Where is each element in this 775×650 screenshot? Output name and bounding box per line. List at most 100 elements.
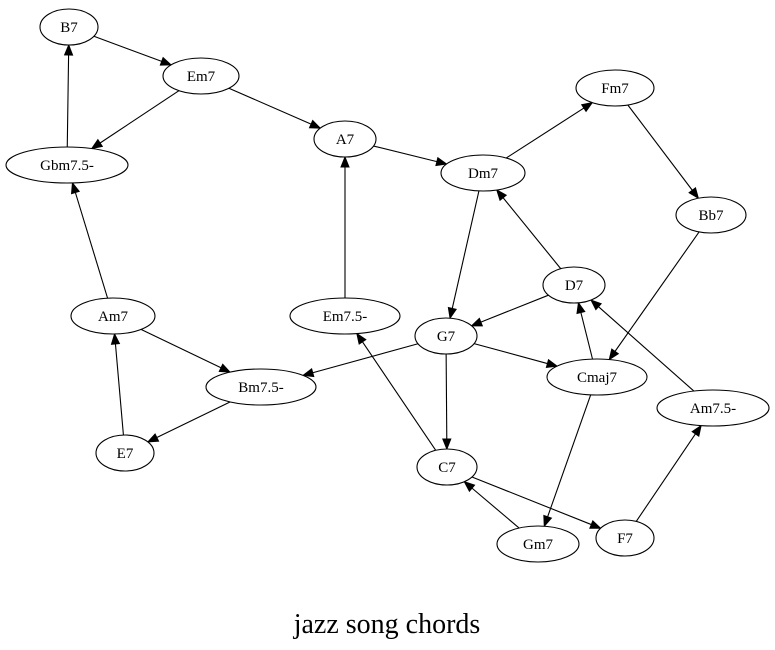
edge-line [156, 401, 231, 439]
edge-g7-to-cmaj7 [473, 343, 559, 368]
edge-line [312, 343, 419, 374]
arrowhead-icon [691, 424, 702, 437]
arrowhead-icon [545, 358, 559, 368]
edge-line [473, 343, 548, 365]
arrowhead-icon [435, 156, 448, 167]
arrowhead-icon [70, 181, 81, 195]
node-label: E7 [117, 446, 134, 462]
node-gm7: Gm7 [496, 525, 580, 563]
arrowhead-icon [442, 438, 452, 451]
arrowhead-icon [340, 155, 350, 168]
edge-line [598, 306, 695, 392]
edge-line [140, 328, 222, 369]
node-label: Am7 [98, 309, 129, 325]
arrowhead-icon [608, 348, 620, 361]
node-bm7-5: Bm7.5- [205, 368, 317, 406]
edge-line [471, 476, 592, 526]
arrowhead-icon [218, 363, 232, 373]
edge-c7-to-em7-5 [356, 332, 437, 451]
node-ellipse [416, 448, 478, 486]
node-label: Em7 [187, 69, 216, 85]
edge-line [362, 341, 437, 451]
arrowhead-icon [580, 101, 594, 113]
node-f7: F7 [595, 519, 655, 557]
edge-e7-to-am7 [110, 332, 124, 436]
edge-line [502, 197, 562, 270]
node-ellipse [542, 266, 606, 304]
edge-line [228, 87, 312, 125]
arrowhead-icon [495, 188, 508, 202]
graph-caption: jazz song chords [293, 609, 481, 640]
arrowhead-icon [146, 433, 160, 443]
arrowhead-icon [543, 514, 553, 528]
edge-line [114, 343, 124, 436]
node-label: D7 [565, 278, 584, 294]
edges-layer [63, 35, 702, 529]
edge-em7-to-gbm7-5 [90, 90, 180, 150]
node-label: C7 [438, 460, 456, 476]
edge-dm7-to-fm7 [505, 101, 594, 159]
node-am7-5: Am7.5- [656, 389, 770, 427]
edge-bm7-5-to-e7 [146, 401, 231, 443]
arrowhead-icon [110, 332, 121, 345]
arrowhead-icon [576, 301, 586, 315]
node-label: G7 [437, 329, 456, 345]
node-c7: C7 [416, 448, 478, 486]
edge-line [547, 394, 592, 517]
node-ellipse [289, 297, 401, 335]
edge-bb7-to-cmaj7 [608, 231, 700, 361]
node-ellipse [675, 196, 747, 234]
node-label: B7 [60, 20, 78, 36]
node-ellipse [546, 358, 648, 396]
node-gbm7-5: Gbm7.5- [5, 146, 129, 184]
edge-em7-5-to-a7 [340, 155, 350, 298]
node-label: Em7.5- [323, 309, 368, 325]
edge-line [614, 231, 700, 352]
edge-line [99, 90, 180, 144]
edge-line [627, 104, 693, 191]
arrowhead-icon [301, 368, 315, 378]
edge-a7-to-dm7 [373, 145, 448, 167]
node-am7: Am7 [70, 297, 156, 335]
node-label: F7 [617, 531, 633, 547]
node-label: Gm7 [523, 537, 554, 553]
arrowhead-icon [463, 480, 476, 493]
node-label: Fm7 [601, 81, 629, 97]
node-d7: D7 [542, 266, 606, 304]
node-cmaj7: Cmaj7 [546, 358, 648, 396]
node-bb7: Bb7 [675, 196, 747, 234]
node-g7: G7 [414, 317, 478, 355]
edge-cmaj7-to-gm7 [543, 394, 592, 528]
edge-line [66, 54, 70, 148]
edge-c7-to-f7 [471, 476, 602, 529]
edge-line [505, 107, 585, 159]
node-label: Cmaj7 [577, 370, 617, 386]
node-label: Dm7 [468, 166, 499, 182]
arrowhead-icon [688, 186, 700, 200]
edge-am7-to-gbm7-5 [70, 181, 109, 299]
edge-cmaj7-to-d7 [576, 301, 594, 360]
node-ellipse [595, 519, 655, 557]
edge-d7-to-dm7 [495, 188, 562, 270]
edge-line [93, 35, 162, 62]
edge-g7-to-c7 [442, 353, 452, 451]
edge-gm7-to-c7 [463, 480, 520, 529]
edge-em7-to-a7 [228, 87, 322, 129]
node-ellipse [39, 8, 99, 46]
arrowhead-icon [589, 299, 603, 311]
edge-gbm7-5-to-b7 [63, 43, 74, 148]
node-ellipse [656, 389, 770, 427]
node-em7-5: Em7.5- [289, 297, 401, 335]
node-label: Am7.5- [690, 401, 736, 417]
edge-line [451, 190, 480, 309]
node-em7: Em7 [162, 57, 240, 95]
node-label: Gbm7.5- [40, 158, 94, 174]
node-ellipse [162, 57, 240, 95]
arrowhead-icon [470, 317, 484, 327]
arrowhead-icon [356, 332, 367, 345]
arrowhead-icon [63, 43, 74, 56]
node-label: Bb7 [698, 208, 724, 224]
arrowhead-icon [589, 519, 602, 529]
node-ellipse [205, 368, 317, 406]
